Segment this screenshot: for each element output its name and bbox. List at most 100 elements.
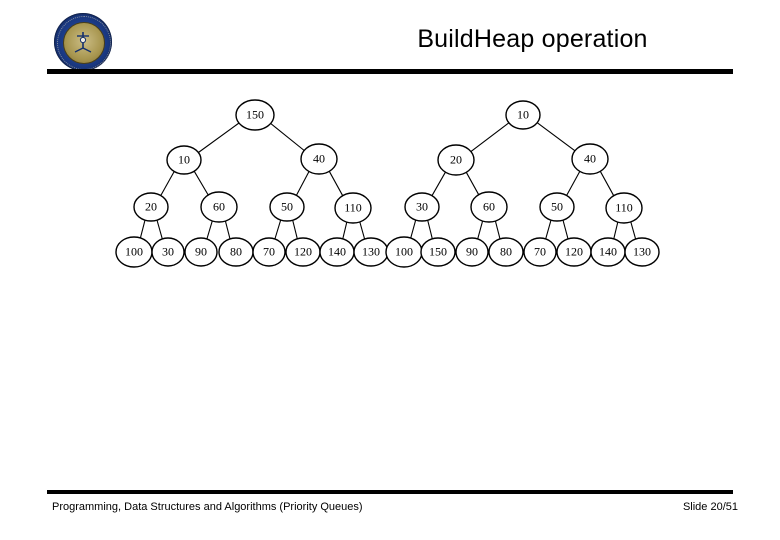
tree-node-label: 60 — [213, 199, 225, 213]
tree-node: 40 — [571, 143, 609, 175]
tree-node-circle — [184, 237, 218, 267]
tree-node: 130 — [353, 237, 389, 267]
tree-edge — [536, 122, 576, 152]
tree-node: 150 — [235, 99, 275, 131]
tree-node: 40 — [300, 143, 338, 175]
tree-node: 70 — [523, 237, 557, 267]
tree-node-circle — [571, 143, 609, 175]
tree-node-label: 70 — [534, 244, 546, 258]
tree-node-circle — [166, 145, 202, 175]
binary-heap-tree-diagram: 150 10 40 20 60 50 110 100 30 90 80 70 120 140 130 10 20… — [115, 99, 660, 268]
tree-nodes-layer: 150 10 40 20 60 50 110 100 30 90 80 70 120 140 130 10 20… — [115, 99, 660, 268]
tree-before-edges — [139, 122, 366, 240]
tree-edge — [295, 171, 310, 196]
tree-node-label: 120 — [294, 244, 312, 258]
tree-edge — [494, 220, 501, 240]
tree-edge — [431, 171, 446, 196]
tree-edge — [342, 221, 348, 239]
heap-figure: 150 10 40 20 60 50 110 100 30 90 80 70 120 140 130 10 20… — [0, 80, 780, 280]
tree-node: 60 — [470, 191, 508, 223]
seal-inner-disc — [63, 22, 105, 64]
tree-node-circle — [437, 144, 475, 176]
tree-node-circle — [200, 191, 238, 223]
tree-edge — [465, 172, 480, 195]
tree-node-circle — [235, 99, 275, 131]
tree-node-circle — [420, 237, 456, 267]
tree-edge — [270, 123, 305, 151]
tree-edge — [274, 219, 282, 240]
university-seal-logo-icon — [54, 13, 112, 71]
tree-node: 110 — [334, 192, 372, 224]
tree-node-label: 80 — [230, 244, 242, 258]
tree-edge — [198, 122, 240, 153]
tree-node: 50 — [539, 192, 575, 222]
tree-edge — [156, 219, 163, 240]
tree-edge — [427, 220, 433, 239]
tree-node: 10 — [166, 145, 202, 175]
tree-edge — [292, 220, 298, 239]
tree-node: 120 — [556, 237, 592, 267]
tree-node-circle — [523, 237, 557, 267]
tree-node-circle — [151, 237, 185, 267]
tree-node: 100 — [115, 236, 153, 268]
tree-node-label: 150 — [246, 107, 264, 121]
tree-edge — [359, 221, 366, 240]
tree-node: 110 — [605, 192, 643, 224]
tree-node-label: 50 — [281, 199, 293, 213]
tree-node: 80 — [218, 237, 254, 267]
tree-node: 80 — [488, 237, 524, 267]
tree-node-label: 10 — [517, 107, 529, 121]
tree-edge — [566, 171, 581, 196]
tree-node-circle — [624, 237, 660, 267]
tree-node-label: 90 — [195, 244, 207, 258]
tree-edge — [206, 220, 213, 240]
slide-header: BuildHeap operation — [0, 0, 780, 76]
tree-node-circle — [300, 143, 338, 175]
footer-course-label: Programming, Data Structures and Algorit… — [52, 501, 363, 513]
tree-node-circle — [539, 192, 575, 222]
tree-edge — [139, 219, 146, 239]
tree-node-label: 20 — [450, 152, 462, 166]
tree-node-circle — [505, 100, 541, 130]
tree-node-circle — [334, 192, 372, 224]
header-divider — [47, 69, 733, 74]
tree-node-label: 30 — [162, 244, 174, 258]
tree-node: 70 — [252, 237, 286, 267]
tree-node: 140 — [319, 237, 355, 267]
tree-node-circle — [470, 191, 508, 223]
tree-edge — [328, 171, 344, 196]
tree-node-label: 130 — [633, 244, 651, 258]
tree-after-edges — [410, 122, 637, 240]
tree-node: 90 — [455, 237, 489, 267]
tree-node: 60 — [200, 191, 238, 223]
tree-edge — [410, 219, 417, 239]
tree-node-label: 150 — [429, 244, 447, 258]
tree-node-label: 20 — [145, 199, 157, 213]
tree-node-label: 100 — [395, 244, 413, 258]
tree-edge — [224, 220, 231, 240]
tree-node-circle — [488, 237, 524, 267]
tree-node-circle — [455, 237, 489, 267]
tree-edges-layer — [139, 122, 637, 240]
tree-node-label: 100 — [125, 244, 143, 258]
tree-node-label: 110 — [615, 200, 633, 214]
tree-node-label: 140 — [328, 244, 346, 258]
tree-node: 130 — [624, 237, 660, 267]
tree-node-label: 70 — [263, 244, 275, 258]
tree-node-label: 110 — [344, 200, 362, 214]
tree-node-circle — [252, 237, 286, 267]
seal-emblem-icon — [74, 32, 92, 53]
tree-edge — [613, 221, 619, 239]
tree-node-label: 140 — [599, 244, 617, 258]
tree-node-label: 40 — [584, 151, 596, 165]
tree-node-circle — [269, 192, 305, 222]
tree-node: 90 — [184, 237, 218, 267]
tree-node-label: 10 — [178, 152, 190, 166]
tree-node: 20 — [133, 192, 169, 222]
tree-edge — [599, 171, 615, 196]
tree-edge — [630, 221, 637, 240]
tree-before-nodes: 150 10 40 20 60 50 110 100 30 90 80 70 120 140 130 — [115, 99, 389, 268]
page-title: BuildHeap operation — [417, 25, 648, 53]
tree-node-label: 90 — [466, 244, 478, 258]
